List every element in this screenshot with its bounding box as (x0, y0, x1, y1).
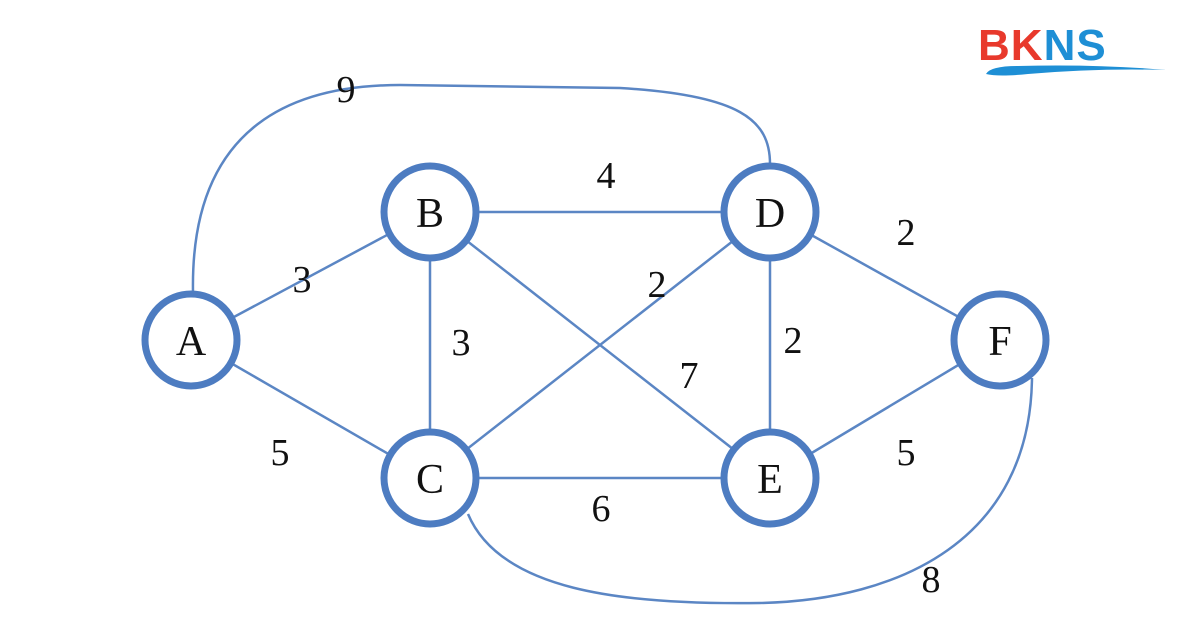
node-label: B (416, 191, 444, 237)
node-circle (380, 428, 480, 528)
node-a: A (141, 290, 241, 390)
edge-weight-a-d: 9 (337, 69, 356, 111)
edge-c-f (466, 377, 1034, 605)
edge-weight-a-c: 5 (271, 432, 290, 474)
edge-weight-b-c: 3 (452, 322, 471, 364)
nodes: A B C D E F (141, 162, 1050, 528)
logo-swoosh-icon (986, 65, 1166, 76)
edge-weight-b-d: 4 (597, 155, 616, 197)
edges (190, 83, 1034, 605)
node-circle (380, 162, 480, 262)
node-e: E (720, 428, 820, 528)
node-label: A (176, 319, 207, 365)
edge-weight-b-e: 7 (680, 355, 699, 397)
node-label: F (988, 319, 1011, 365)
node-label: C (416, 457, 444, 503)
edge-weight-a-b: 3 (293, 259, 312, 301)
logo-text-ns: NS (1043, 21, 1107, 70)
node-label: D (755, 191, 785, 237)
edge-weights: 3 5 9 4 3 7 2 2 2 5 6 8 (271, 69, 941, 601)
node-circle (950, 290, 1050, 390)
bkns-logo: BKNS (978, 24, 1168, 84)
edge-c-d (429, 211, 771, 479)
node-c: C (380, 428, 480, 528)
edge-weight-e-f: 5 (897, 432, 916, 474)
edge-a-d (191, 83, 772, 293)
edge-weight-c-e: 6 (592, 488, 611, 530)
node-b: B (380, 162, 480, 262)
node-circle (720, 428, 820, 528)
edge-weight-c-f: 8 (922, 559, 941, 601)
edge-weight-d-e: 2 (784, 320, 803, 362)
edge-weight-c-d: 2 (648, 264, 667, 306)
node-circle (720, 162, 820, 262)
node-f: F (950, 290, 1050, 390)
edge-weight-d-f: 2 (897, 212, 916, 254)
node-label: E (757, 457, 783, 503)
node-circle (141, 290, 241, 390)
node-d: D (720, 162, 820, 262)
logo-text-bk: BK (978, 21, 1044, 70)
